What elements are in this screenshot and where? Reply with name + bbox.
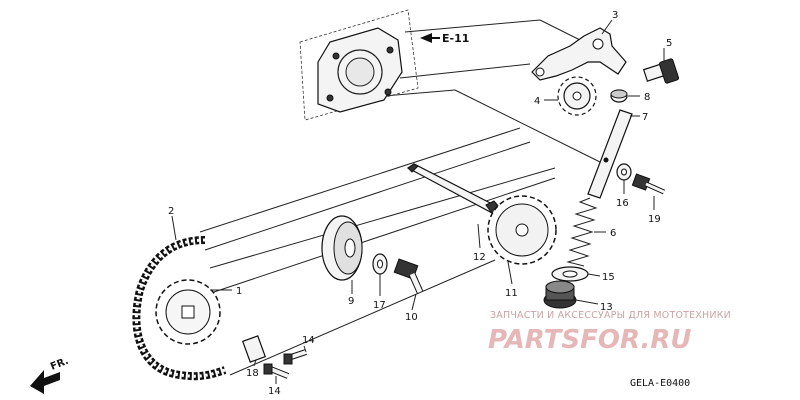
callout-12: 12 <box>473 252 486 263</box>
part-16-washer[interactable] <box>616 163 632 181</box>
callout-16: 16 <box>616 198 629 209</box>
callout-10: 10 <box>405 312 418 323</box>
part-5-bolt[interactable] <box>642 58 680 84</box>
projection-lines <box>199 19 601 376</box>
callout-8: 8 <box>644 92 650 103</box>
reference-e11[interactable]: E-11 <box>420 32 469 45</box>
callout-17: 17 <box>373 300 386 311</box>
part-17-washer[interactable] <box>372 253 388 275</box>
callout-14-a: 14 <box>302 335 315 346</box>
part-10-bolt[interactable] <box>393 258 424 294</box>
part-11-sprocket[interactable] <box>487 195 557 265</box>
front-direction-arrow: FR. <box>30 356 70 394</box>
callout-4: 4 <box>534 96 540 107</box>
part-2-chain[interactable] <box>132 236 227 381</box>
callout-3: 3 <box>612 10 618 21</box>
callout-19: 19 <box>648 214 661 225</box>
callout-15: 15 <box>602 272 615 283</box>
part-13-sealing-bolt[interactable] <box>543 280 577 309</box>
diagram-code: GELA-E0400 <box>630 378 690 389</box>
callout-14-b: 14 <box>268 386 281 397</box>
part-9-guide-roller[interactable] <box>321 215 363 281</box>
callouts: 1 2 3 4 5 6 7 8 9 10 11 12 13 14 14 15 1… <box>168 10 672 397</box>
watermark-brand: PARTSFOR.RU <box>488 325 691 355</box>
callout-1: 1 <box>236 286 242 297</box>
crankcase-cover-reference <box>299 9 419 121</box>
leader-lines <box>171 19 665 384</box>
callout-2: 2 <box>168 206 174 217</box>
callout-18: 18 <box>246 368 259 379</box>
part-7-pusher-rod[interactable] <box>587 109 633 199</box>
part-14-bolt-b[interactable] <box>263 363 290 379</box>
part-18-dowel[interactable] <box>241 335 267 363</box>
part-4-tensioner-sprocket[interactable] <box>557 76 597 116</box>
watermark-caption: ЗАПЧАСТИ И АКСЕССУАРЫ ДЛЯ МОТОТЕХНИКИ <box>490 310 731 321</box>
callout-6: 6 <box>610 228 616 239</box>
callout-13: 13 <box>600 302 613 313</box>
part-14-bolt-a[interactable] <box>283 349 307 365</box>
reference-e11-label: E-11 <box>442 32 469 45</box>
callout-7: 7 <box>642 112 648 123</box>
callout-11: 11 <box>505 288 518 299</box>
part-3-tensioner-arm[interactable] <box>531 27 627 81</box>
part-8-collar[interactable] <box>610 89 628 103</box>
front-label: FR. <box>49 356 70 373</box>
part-6-spring[interactable] <box>566 197 598 267</box>
callout-5: 5 <box>666 38 672 49</box>
callout-9: 9 <box>348 296 354 307</box>
part-12-shaft[interactable] <box>406 163 503 217</box>
part-19-bolt[interactable] <box>631 173 666 195</box>
part-1-crank-sprocket[interactable] <box>155 279 221 345</box>
part-15-washer[interactable] <box>551 266 589 282</box>
